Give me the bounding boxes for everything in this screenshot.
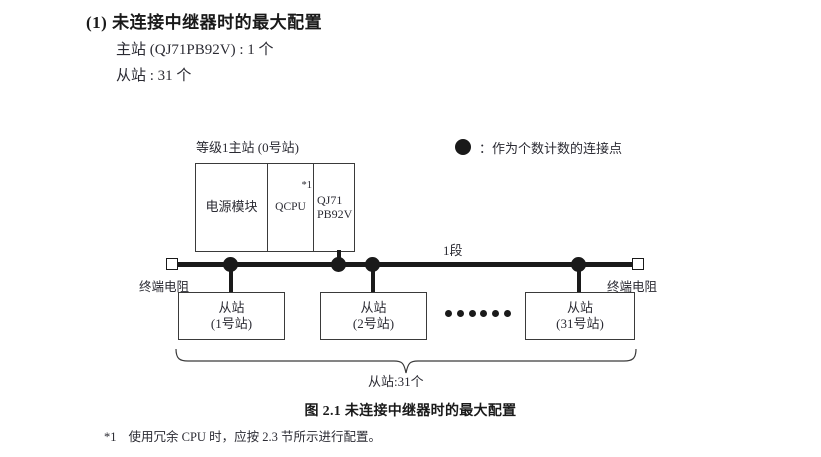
connection-dot-slave-3: [571, 257, 586, 272]
terminator-left-label: 终端电阻: [139, 280, 190, 294]
slave-station-title-2: 从站: [360, 299, 387, 315]
ellipsis-dots: [445, 310, 511, 317]
slave-station-box-3: 从站 (31号站): [525, 292, 635, 340]
master-station-caption: 等级1主站 (0号站): [196, 140, 299, 155]
connection-dot-slave-1: [223, 257, 238, 272]
section-line-master: 主站 (QJ71PB92V) : 1 个: [116, 42, 274, 58]
footnote: *1 使用冗余 CPU 时，应按 2.3 节所示进行配置。: [104, 426, 381, 445]
section-line-slave: 从站 : 31 个: [116, 68, 192, 84]
footnote-text: 使用冗余 CPU 时，应按 2.3 节所示进行配置。: [128, 430, 381, 444]
slave-group-brace: [175, 348, 637, 374]
ellipsis-dot: [456, 310, 464, 317]
terminator-right-label: 终端电阻: [607, 280, 658, 294]
slave-station-box-2: 从站 (2号站): [320, 292, 427, 340]
network-module-cell: QJ71 PB92V: [314, 164, 354, 251]
connection-dot-slave-2: [365, 257, 380, 272]
ellipsis-dot: [445, 310, 452, 317]
segment-label: 1段: [443, 243, 463, 258]
drop-wire-slave-3: [577, 264, 581, 294]
ellipsis-dot: [492, 310, 500, 317]
connection-dot-master: [331, 257, 346, 272]
terminator-left-icon: [166, 258, 178, 270]
section-heading: (1) 未连接中继器时的最大配置: [86, 8, 322, 33]
slave-station-title-1: 从站: [218, 299, 245, 315]
connection-point-icon: [455, 139, 471, 155]
slave-station-number-3: (31号站): [556, 316, 604, 331]
cpu-module-label: QCPU: [275, 200, 306, 213]
bus-line: [172, 262, 640, 267]
network-module-label-line1: QJ71: [317, 192, 343, 207]
figure-caption: 图 2.1 未连接中继器时的最大配置: [304, 404, 517, 419]
master-module-assembly: 电源模块 QCPU *1 QJ71 PB92V: [195, 163, 355, 252]
ellipsis-dot: [503, 310, 511, 317]
slave-group-label: 从站:31个: [368, 374, 424, 389]
ellipsis-dot: [480, 310, 488, 317]
legend-text: ：作为个数计数的连接点: [479, 141, 623, 156]
terminator-right-icon: [632, 258, 644, 270]
drop-wire-slave-1: [229, 264, 233, 294]
slave-station-title-3: 从站: [566, 299, 593, 315]
network-module-label-line2: PB92V: [317, 206, 353, 221]
ellipsis-dot: [468, 310, 476, 317]
slave-station-number-2: (2号站): [352, 316, 395, 331]
power-supply-module-cell: 电源模块: [196, 164, 268, 251]
drop-wire-slave-2: [371, 264, 375, 294]
section-heading-text: 未连接中继器时的最大配置: [112, 13, 323, 32]
slave-station-box-1: 从站 (1号站): [178, 292, 285, 340]
slave-station-number-1: (1号站): [210, 316, 253, 331]
cpu-footnote-marker: *1: [301, 180, 313, 191]
section-number: (1): [86, 13, 108, 32]
power-supply-module-label: 电源模块: [205, 199, 258, 215]
cpu-module-cell: QCPU *1: [268, 164, 314, 251]
footnote-marker: *1: [104, 430, 117, 444]
